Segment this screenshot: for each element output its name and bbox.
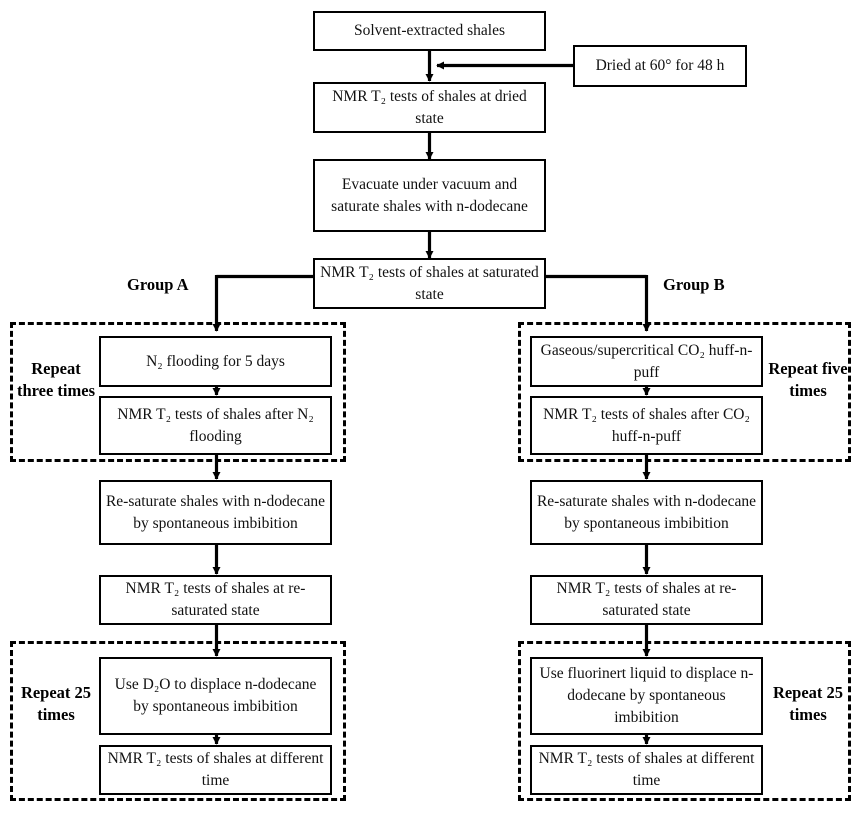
dashed-region-right-repeat-25 — [518, 641, 851, 801]
group-a-label: Group A — [127, 275, 189, 294]
node-label: NMR T₂ tests of shales at dried state — [332, 87, 527, 127]
node-label: Evacuate under vacuum and saturate shale… — [331, 175, 528, 215]
node-nmr-tests-different-time-right: NMR T₂ tests of shales at different time — [530, 745, 763, 795]
node-label: NMR T₂ tests of shales at saturated stat… — [320, 263, 539, 303]
repeat-25-times-left-label: Repeat 25 times — [20, 683, 92, 724]
node-nmr-tests-saturated-state: NMR T₂ tests of shales at saturated stat… — [313, 258, 546, 309]
dashed-region-group-a-repeat-three — [10, 322, 346, 462]
node-label: Re-saturate shales with n-dodecane by sp… — [536, 492, 757, 532]
repeat-five-times-label: Repeat five times — [768, 359, 848, 400]
node-label: NMR T₂ tests of shales after N₂ flooding — [117, 405, 314, 445]
node-solvent-extracted-shales: Solvent-extracted shales — [313, 11, 546, 51]
node-nmr-tests-dried-state: NMR T₂ tests of shales at dried state — [313, 82, 546, 133]
node-dried-at-60: Dried at 60° for 48 h — [573, 45, 747, 87]
repeat-25-times-right-label: Repeat 25 times — [772, 683, 844, 724]
node-label: NMR T₂ tests of shales at different time — [107, 750, 324, 789]
node-resaturate-right: Re-saturate shales with n-dodecane by sp… — [530, 480, 763, 545]
node-evacuate-saturate: Evacuate under vacuum and saturate shale… — [313, 159, 546, 232]
node-label: Re-saturate shales with n-dodecane by sp… — [105, 492, 326, 532]
dashed-region-group-b-repeat-five — [518, 322, 851, 462]
dashed-region-left-repeat-25 — [10, 641, 346, 801]
node-label: NMR T₂ tests of shales after CO₂ huff-n-… — [543, 405, 750, 445]
node-label: NMR T₂ tests of shales at re-saturated s… — [125, 580, 306, 619]
group-b-label: Group B — [663, 275, 725, 294]
node-label: Solvent-extracted shales — [353, 22, 506, 39]
node-nmr-tests-after-n2-flooding: NMR T₂ tests of shales after N₂ flooding — [99, 396, 332, 455]
node-d2o-displace: Use D₂O to displace n-dodecane by sponta… — [99, 657, 332, 735]
node-label: N₂ flooding for 5 days — [146, 352, 285, 370]
node-label: Use fluorinert liquid to displace n-dode… — [539, 665, 754, 726]
node-nmr-tests-resaturated-left: NMR T₂ tests of shales at re-saturated s… — [99, 575, 332, 625]
node-resaturate-left: Re-saturate shales with n-dodecane by sp… — [99, 480, 332, 545]
node-label: NMR T₂ tests of shales at different time — [538, 750, 755, 789]
node-label: Use D₂O to displace n-dodecane by sponta… — [114, 676, 317, 715]
node-nmr-tests-after-co2-huff-n-puff: NMR T₂ tests of shales after CO₂ huff-n-… — [530, 396, 763, 455]
node-label: Gaseous/supercritical CO₂ huff-n-puff — [540, 341, 753, 381]
node-nmr-tests-different-time-left: NMR T₂ tests of shales at different time — [99, 745, 332, 795]
node-label: Dried at 60° for 48 h — [595, 57, 725, 74]
node-n2-flooding: N₂ flooding for 5 days — [99, 336, 332, 387]
node-nmr-tests-resaturated-right: NMR T₂ tests of shales at re-saturated s… — [530, 575, 763, 625]
node-fluorinert-displace: Use fluorinert liquid to displace n-dode… — [530, 657, 763, 735]
node-label: NMR T₂ tests of shales at re-saturated s… — [556, 580, 737, 619]
repeat-three-times-label: Repeat three times — [16, 359, 96, 400]
node-co2-huff-n-puff: Gaseous/supercritical CO₂ huff-n-puff — [530, 336, 763, 387]
